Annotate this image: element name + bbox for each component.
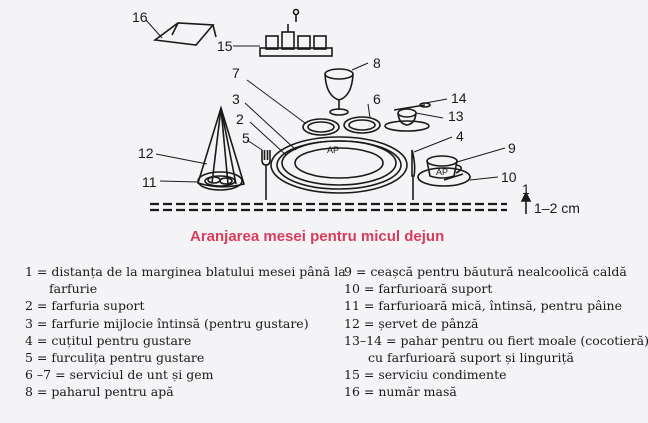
condiment-set [259, 8, 333, 57]
callout-number: 15 [217, 38, 233, 54]
legend-item: 4 = cuțitul pentru gustare [25, 332, 192, 348]
legend-item: farfurie [49, 281, 98, 297]
callout-number: 16 [132, 9, 148, 25]
callout-number: 2 [236, 111, 244, 127]
tea-cup [426, 155, 464, 181]
legend-left-column: 1 = distanța de la marginea blatului mes… [25, 263, 346, 401]
legend-item: 13–14 = pahar pentru ou fiert moale (coc… [344, 332, 648, 348]
legend-item: 9 = ceașcă pentru băutură nealcoolică ca… [344, 264, 627, 279]
callout-number: 13 [448, 108, 464, 124]
appetizer-plate [281, 140, 397, 186]
legend-item: 5 = furculița pentru gustare [25, 350, 205, 366]
callout-number: 4 [456, 128, 464, 144]
leader-lines [145, 19, 506, 183]
diagram-caption: Aranjarea mesei pentru micul dejun [190, 228, 445, 245]
saucer [417, 167, 471, 187]
legend-item: 2 = farfuria suport [25, 298, 145, 314]
callout-number: 6 [373, 91, 381, 107]
table-number-card [152, 22, 217, 46]
legend-item: 16 = număr masă [344, 384, 457, 400]
fork [261, 150, 271, 200]
callout-number: 5 [242, 130, 250, 146]
distance-label: 1–2 cm [534, 200, 580, 216]
legend-item: 10 = farfurioară suport [344, 281, 493, 297]
legend-item: 15 = serviciu condimente [344, 367, 507, 383]
callout-number: 7 [232, 65, 240, 81]
knife [411, 149, 416, 200]
callout-number: 11 [142, 174, 157, 190]
callout-number: 1 [522, 181, 530, 197]
legend-item: cu farfurioară suport și linguriță [368, 350, 575, 366]
table-edge [150, 202, 507, 212]
distance-arrow [520, 191, 532, 214]
water-glass [324, 68, 354, 116]
callout-number: 8 [373, 55, 381, 71]
legend-item: 6 –7 = serviciul de unt și gem [25, 367, 214, 383]
table-setting-diagram: 16 15 8 7 3 6 14 13 2 5 4 12 9 11 10 1 1–2 cm AP AP [132, 8, 580, 216]
callout-number: 12 [138, 145, 154, 161]
legend-item: 3 = farfurie mijlocie întinsă (pentru gu… [25, 315, 309, 331]
callout-number: 10 [501, 169, 517, 185]
plate-mark: AP [327, 145, 339, 155]
butter-dish [302, 118, 340, 136]
bread-plate [197, 171, 243, 191]
legend-item: 8 = paharul pentru apă [25, 384, 174, 400]
callout-number: 14 [451, 90, 467, 106]
egg-cup [384, 102, 431, 132]
callout-number: 3 [232, 91, 240, 107]
legend-item: 12 = șervet de pânză [344, 315, 479, 331]
jam-dish [343, 116, 381, 134]
legend-item: 11 = farfurioară mică, întinsă, pentru p… [344, 298, 622, 314]
cup-mark: AP [436, 167, 448, 177]
legend-item: 1 = distanța de la marginea blatului mes… [25, 264, 346, 279]
callout-number: 9 [508, 140, 516, 156]
legend-right-column: 9 = ceașcă pentru băutură nealcoolică ca… [344, 263, 648, 401]
